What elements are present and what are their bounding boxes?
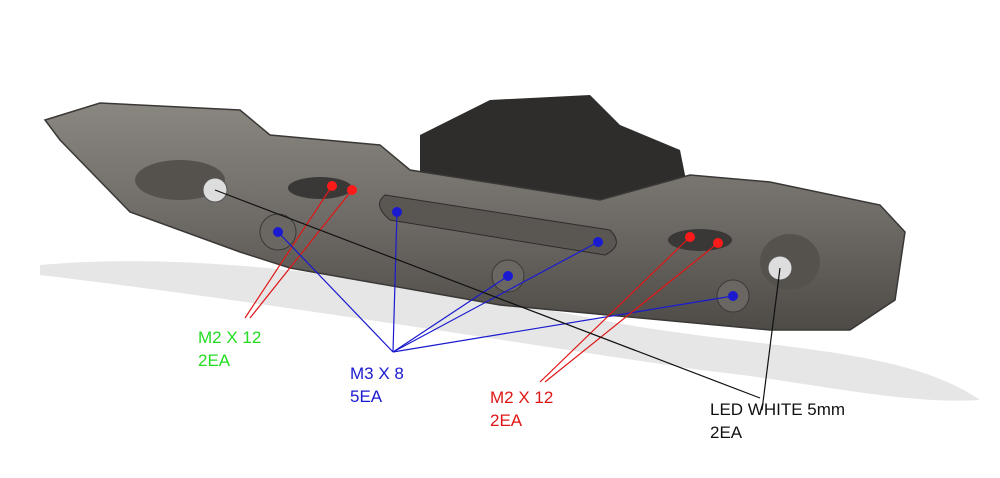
right-slot	[668, 229, 732, 251]
part-name: M2 X 12	[198, 328, 262, 347]
part-qty: 2EA	[198, 351, 231, 370]
red-leaders	[539, 236, 719, 383]
green-leaders	[244, 185, 353, 319]
label-m3-blue: M3 X 8 5EA	[350, 362, 404, 408]
m3-holes	[273, 207, 738, 301]
part-name: LED WHITE 5mm	[710, 400, 846, 419]
part-name: M3 X 8	[350, 364, 404, 383]
led-leaders	[214, 189, 781, 411]
part-qty: 2EA	[710, 423, 743, 442]
label-m2-red: M2 X 12 2EA	[490, 386, 553, 432]
left-slot	[288, 177, 352, 199]
part-qty: 5EA	[350, 387, 383, 406]
floor-shadow	[40, 261, 980, 401]
m2-holes	[327, 181, 723, 248]
part-name: M2 X 12	[490, 388, 554, 407]
label-m2-green: M2 X 12 2EA	[198, 326, 261, 372]
center-slot	[379, 194, 617, 256]
part-qty: 2EA	[490, 411, 523, 430]
label-led: LED WHITE 5mm 2EA	[710, 398, 845, 444]
